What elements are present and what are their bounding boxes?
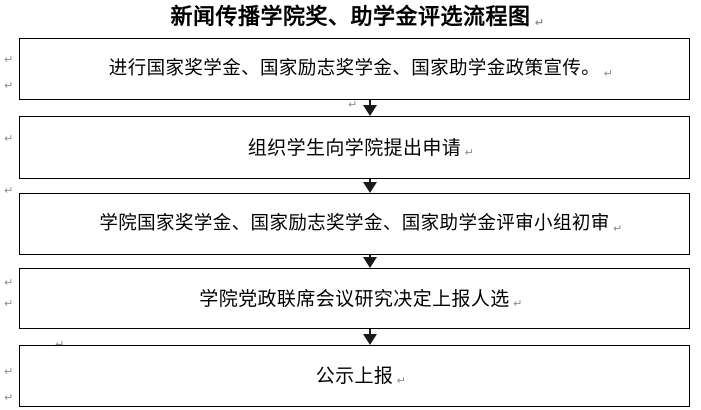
paragraph-mark-icon: ↵ [513,296,523,310]
flow-step-3-box[interactable]: 学院国家奖学金、国家励志奖学金、国家助学金评审小组初审 ↵ [19,193,690,255]
connector-arrow-3-4 [363,255,377,268]
arrow-head-down-icon [363,334,377,345]
flow-step-1-label: 进行国家奖学金、国家励志奖学金、国家助学金政策宣传。 [108,58,601,79]
paragraph-mark-icon: ↵ [4,297,14,310]
page-title-text: 新闻传播学院奖、助学金评选流程图 [170,4,531,30]
paragraph-mark-icon: ↵ [603,67,614,80]
paragraph-mark-icon: ↵ [464,145,475,159]
arrow-head-down-icon [363,257,377,268]
flow-step-5-text-wrap: 公示上报 ↵ [315,364,406,388]
paragraph-mark-icon: ↵ [4,184,14,197]
connector-stem [369,329,371,337]
paragraph-mark-icon: ↵ [55,339,64,350]
flow-step-2-text-wrap: 组织学生向学院提出申请 ↵ [247,136,474,160]
paragraph-mark-icon: ↵ [396,374,407,387]
paragraph-mark-icon: ↵ [4,365,14,378]
flow-step-4-label: 学院党政联席会议研究决定上报人选 [199,287,510,310]
paragraph-mark-icon: ↵ [4,53,14,66]
paragraph-mark-icon: ↵ [4,79,14,92]
flow-step-2-label: 组织学生向学院提出申请 [247,136,462,159]
flow-step-5-box[interactable]: 公示上报 ↵ [19,345,690,407]
flow-step-1-text-wrap: 进行国家奖学金、国家励志奖学金、国家助学金政策宣传。 ↵ [108,57,613,81]
flow-step-4-box[interactable]: 学院党政联席会议研究决定上报人选 ↵ [19,268,690,329]
connector-stem [369,100,371,108]
paragraph-mark-icon: ↵ [4,132,14,145]
connector-arrow-2-3 [363,179,377,193]
flow-step-3-text-wrap: 学院国家奖学金、国家励志奖学金、国家助学金评审小组初审 ↵ [99,212,622,236]
flow-step-3-label: 学院国家奖学金、国家励志奖学金、国家助学金评审小组初审 [99,213,610,234]
paragraph-mark-icon: ↵ [4,276,14,289]
connector-arrow-1-2 [363,100,377,116]
page-title-row: 新闻传播学院奖、助学金评选流程图 ↵ [170,2,544,32]
paragraph-mark-icon: ↵ [534,16,545,29]
arrow-head-down-icon [363,105,377,116]
page-title: 新闻传播学院奖、助学金评选流程图 ↵ [0,2,701,32]
flow-step-1-box[interactable]: 进行国家奖学金、国家励志奖学金、国家助学金政策宣传。 ↵ [19,38,690,100]
connector-arrow-4-5 [363,329,377,345]
flow-step-2-box[interactable]: 组织学生向学院提出申请 ↵ [19,116,690,179]
flow-step-4-text-wrap: 学院党政联席会议研究决定上报人选 ↵ [199,287,522,311]
paragraph-mark-icon: ↵ [348,98,358,111]
arrow-head-down-icon [363,182,377,193]
flow-step-5-label: 公示上报 [315,365,394,387]
paragraph-mark-icon: ↵ [613,222,623,235]
paragraph-mark-icon: ↵ [4,391,14,404]
